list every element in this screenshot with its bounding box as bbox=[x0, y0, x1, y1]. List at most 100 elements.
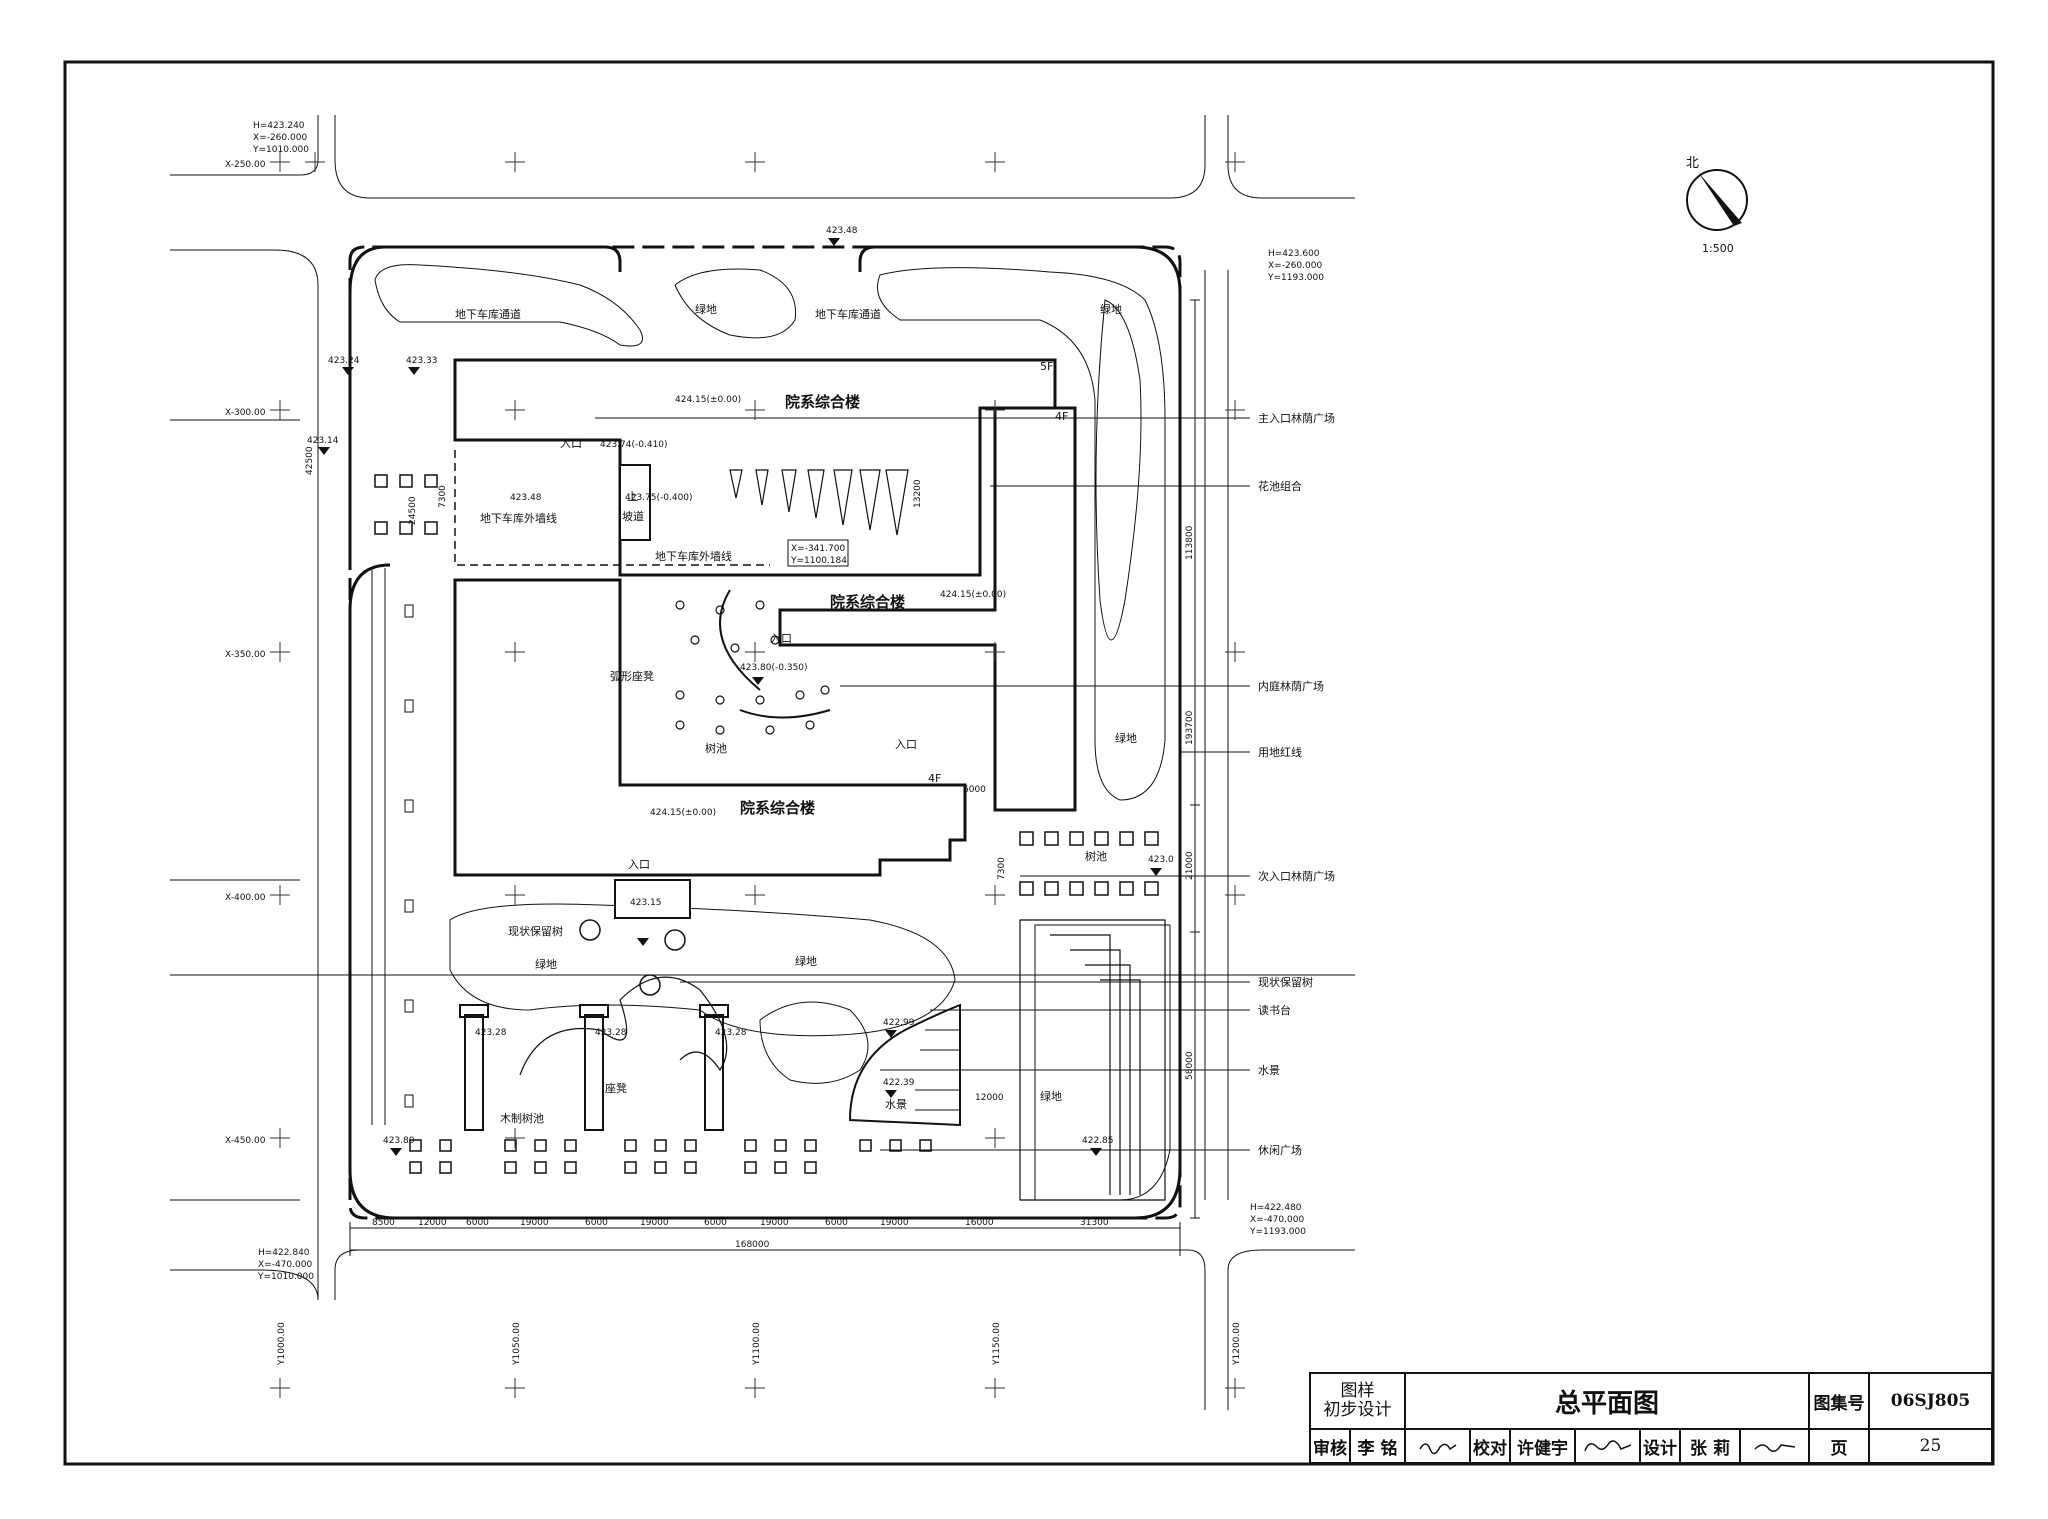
svg-text:19000: 19000 bbox=[520, 1218, 549, 1228]
svg-text:入口: 入口 bbox=[560, 437, 582, 450]
callout-labels: 主入口林荫广场 花池组合 内庭林荫广场 用地红线 次入口林荫广场 现状保留树 读… bbox=[1258, 411, 1335, 1157]
svg-text:现状保留树: 现状保留树 bbox=[508, 924, 563, 938]
svg-text:7300: 7300 bbox=[438, 485, 448, 508]
drawing-frame bbox=[63, 60, 1995, 1466]
svg-text:423.14: 423.14 bbox=[307, 436, 339, 446]
svg-text:16000: 16000 bbox=[965, 1218, 994, 1228]
svg-text:休闲广场: 休闲广场 bbox=[1258, 1143, 1302, 1157]
svg-text:423.80(-0.350): 423.80(-0.350) bbox=[740, 663, 808, 673]
svg-text:上: 上 bbox=[627, 490, 638, 503]
svg-text:423.33: 423.33 bbox=[406, 356, 438, 366]
svg-text:24500: 24500 bbox=[408, 496, 418, 525]
svg-text:42500: 42500 bbox=[305, 446, 315, 475]
coord-note: X=-341.700 Y=1100.184 bbox=[787, 539, 849, 567]
svg-text:H=423.600: H=423.600 bbox=[1268, 249, 1320, 259]
svg-text:422.99: 422.99 bbox=[883, 1018, 915, 1028]
svg-text:Y1050.00: Y1050.00 bbox=[512, 1322, 522, 1366]
design-signature bbox=[1741, 1430, 1810, 1462]
floors-label: 5F bbox=[1040, 360, 1053, 373]
svg-text:木制树池: 木制树池 bbox=[500, 1111, 544, 1125]
svg-text:423.28: 423.28 bbox=[475, 1028, 507, 1038]
svg-text:423.74(-0.410): 423.74(-0.410) bbox=[600, 440, 668, 450]
road-lines bbox=[170, 115, 1355, 1410]
svg-text:坡道: 坡道 bbox=[622, 509, 644, 523]
svg-text:423.48: 423.48 bbox=[510, 493, 542, 503]
garden-path bbox=[519, 976, 728, 1076]
building-north-name: 院系综合楼 bbox=[785, 393, 860, 411]
check-signature bbox=[1576, 1430, 1641, 1462]
svg-text:422.85: 422.85 bbox=[1082, 1136, 1114, 1146]
svg-text:用地红线: 用地红线 bbox=[1258, 745, 1302, 759]
building-south bbox=[453, 578, 967, 877]
garage-wall-line bbox=[454, 450, 770, 566]
svg-text:树池: 树池 bbox=[1085, 849, 1107, 863]
dimension-texts: 8500 12000 6000 19000 6000 19000 6000 19… bbox=[305, 446, 1195, 1250]
svg-text:422.39: 422.39 bbox=[883, 1078, 915, 1088]
north-arrow bbox=[1686, 169, 1748, 231]
svg-text:地下车库外墙线: 地下车库外墙线 bbox=[480, 511, 557, 525]
review-signature bbox=[1406, 1430, 1471, 1462]
svg-text:弧形座凳: 弧形座凳 bbox=[610, 669, 654, 683]
ramp-box bbox=[619, 464, 651, 541]
svg-text:绿地: 绿地 bbox=[795, 954, 817, 968]
arc-bench-shape bbox=[719, 589, 761, 691]
svg-text:绿地: 绿地 bbox=[695, 302, 717, 316]
leisure-plaza bbox=[1019, 919, 1166, 1201]
signature-mark bbox=[1753, 1444, 1795, 1452]
svg-text:Y1150.00: Y1150.00 bbox=[992, 1322, 1002, 1366]
svg-text:6000: 6000 bbox=[466, 1218, 489, 1228]
svg-text:主入口林荫广场: 主入口林荫广场 bbox=[1258, 411, 1335, 425]
drawing-title: 总平面图 bbox=[1406, 1374, 1810, 1430]
svg-text:X=-341.700: X=-341.700 bbox=[791, 544, 845, 554]
svg-text:7300: 7300 bbox=[997, 857, 1007, 880]
svg-text:13200: 13200 bbox=[913, 479, 923, 508]
svg-text:113800: 113800 bbox=[1185, 525, 1195, 560]
svg-text:Y=1193.000: Y=1193.000 bbox=[1267, 273, 1324, 283]
building-middle-name: 院系综合楼 bbox=[830, 593, 905, 611]
svg-text:12000: 12000 bbox=[418, 1218, 447, 1228]
south-entrance-box bbox=[614, 879, 691, 919]
svg-text:424.15(±0.00): 424.15(±0.00) bbox=[675, 395, 741, 405]
grid-y-labels: Y1000.00 Y1050.00 Y1100.00 Y1150.00 Y120… bbox=[277, 1322, 1242, 1366]
check-name: 许健宇 bbox=[1511, 1430, 1576, 1462]
svg-text:X-250.00: X-250.00 bbox=[225, 160, 266, 170]
scale-label: 1:500 bbox=[1702, 242, 1734, 255]
page-label: 页 bbox=[1810, 1430, 1870, 1462]
elevation-labels: 423.48 423.24 423.33 423.14 423.74(-0.41… bbox=[307, 226, 1174, 1146]
review-name: 李 铭 bbox=[1351, 1430, 1406, 1462]
svg-text:X-350.00: X-350.00 bbox=[225, 650, 266, 660]
site-labels: 地下车库通道 地下车库通道 地下车库外墙线 地下车库外墙线 绿地 绿地 绿地 绿… bbox=[455, 302, 1137, 1125]
svg-text:X-400.00: X-400.00 bbox=[225, 893, 266, 903]
floors-label: 4F bbox=[928, 772, 941, 785]
buildings bbox=[453, 358, 1077, 919]
svg-text:423.0: 423.0 bbox=[1148, 855, 1174, 865]
svg-text:6000: 6000 bbox=[704, 1218, 727, 1228]
dimension-lines bbox=[349, 299, 1200, 1256]
svg-text:423.48: 423.48 bbox=[826, 226, 858, 236]
design-label: 设计 bbox=[1641, 1430, 1681, 1462]
svg-text:X=-470.000: X=-470.000 bbox=[1250, 1215, 1304, 1225]
svg-text:X=-470.000: X=-470.000 bbox=[258, 1260, 312, 1270]
svg-text:423.24: 423.24 bbox=[328, 356, 360, 366]
svg-text:内庭林荫广场: 内庭林荫广场 bbox=[1258, 679, 1324, 693]
svg-text:6000: 6000 bbox=[825, 1218, 848, 1228]
svg-text:入口: 入口 bbox=[628, 858, 650, 871]
svg-text:58000: 58000 bbox=[1185, 1051, 1195, 1080]
page-number: 25 bbox=[1919, 1436, 1942, 1456]
svg-text:水景: 水景 bbox=[885, 1098, 907, 1111]
svg-text:Y1100.00: Y1100.00 bbox=[752, 1322, 762, 1366]
svg-text:地下车库通道: 地下车库通道 bbox=[455, 307, 521, 321]
svg-text:Y=1010.000: Y=1010.000 bbox=[252, 145, 309, 155]
svg-text:31300: 31300 bbox=[1080, 1218, 1109, 1228]
title-block: 图样 初步设计 总平面图 图集号 06SJ805 审核 李 铭 校对 许健宇 设… bbox=[1309, 1372, 1993, 1464]
svg-text:Y1200.00: Y1200.00 bbox=[1232, 1322, 1242, 1366]
north-arrow-icon bbox=[1698, 172, 1742, 226]
svg-text:绿地: 绿地 bbox=[1100, 302, 1122, 316]
svg-text:地下车库通道: 地下车库通道 bbox=[815, 307, 881, 321]
svg-text:424.15(±0.00): 424.15(±0.00) bbox=[650, 808, 716, 818]
svg-text:423.15: 423.15 bbox=[630, 898, 662, 908]
svg-text:座凳: 座凳 bbox=[605, 1081, 627, 1095]
signature-mark bbox=[1418, 1443, 1456, 1455]
